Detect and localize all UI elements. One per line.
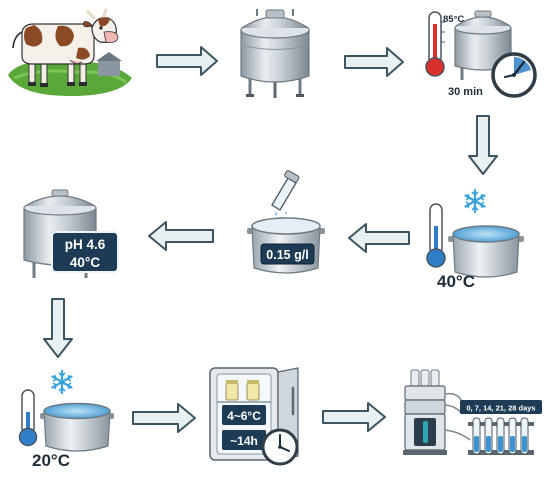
pasteurization-tank-icon: 85°C 30 min [425, 10, 537, 98]
cow-icon [8, 8, 132, 96]
sampling-days: 0, 7, 14, 21, 28 days [466, 404, 535, 413]
clock-icon [491, 52, 537, 98]
snowflake-icon [464, 188, 486, 214]
clock-icon [261, 428, 299, 466]
starter-dose: 0.15 g/l [266, 248, 308, 262]
thermometer-warm-icon [426, 203, 446, 268]
fermentation-tank-icon: pH 4.6 40°C [23, 189, 119, 278]
snowflake-icon [51, 369, 73, 395]
cooled-temperature: 20°C [32, 451, 70, 470]
flow-arrow-right [156, 46, 218, 76]
flow-arrow-right [344, 47, 404, 77]
flow-arrow-down [43, 298, 73, 358]
thermometer-hot-icon [425, 11, 445, 77]
test-tube-icon [271, 170, 300, 211]
cooled-pot-icon: 20°C [18, 369, 114, 470]
sample-tubes-icon [468, 417, 534, 455]
flow-arrow-left [148, 221, 214, 251]
starter-pot-icon: 0.15 g/l [247, 170, 325, 274]
storage-temperature: 4~6°C [227, 409, 261, 423]
flow-arrow-left [348, 223, 410, 253]
flow-arrow-right [132, 403, 196, 433]
milk-tank-icon [240, 9, 310, 98]
fermentation-temperature: 40°C [70, 255, 100, 270]
pasteurization-duration: 30 min [448, 86, 483, 98]
fermentation-ph: pH 4.6 [65, 237, 106, 252]
cooling-pot-icon: 40°C [426, 188, 524, 291]
thermometer-cool-icon [18, 389, 38, 447]
refrigerator-icon: 4~6°C ~14h [209, 367, 299, 466]
pasteurization-temperature: 85°C [443, 14, 464, 25]
cooling-temperature: 40°C [437, 272, 475, 291]
flow-arrow-right [322, 402, 386, 432]
flow-arrow-down [468, 115, 498, 175]
storage-duration: ~14h [230, 434, 258, 448]
hplc-analyzer-icon: 0, 7, 14, 21, 28 days [403, 369, 542, 455]
